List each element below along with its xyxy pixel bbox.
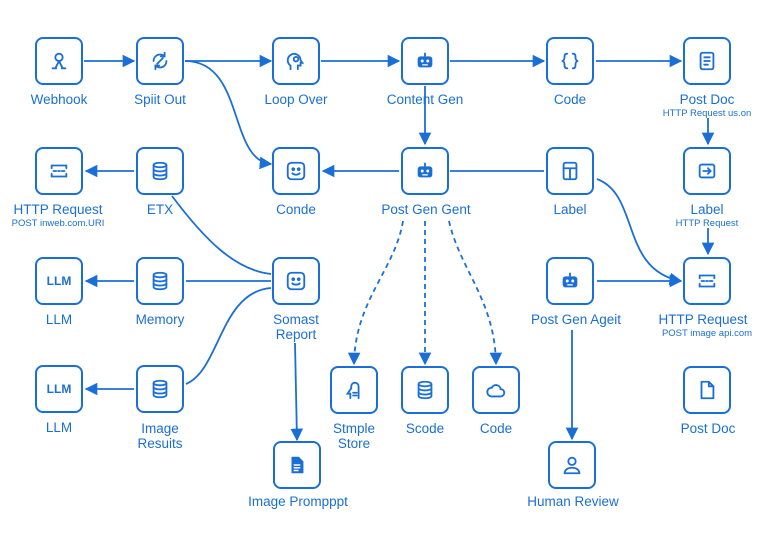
label-node-label: Label — [553, 202, 587, 217]
edge-somast-imageprompt — [290, 342, 304, 442]
memory-label: Memory — [135, 312, 185, 327]
content-gen-node[interactable] — [401, 37, 449, 85]
code-bottom-node[interactable] — [472, 366, 520, 414]
robot-icon — [417, 162, 433, 178]
database-icon — [152, 271, 168, 291]
split-out-label: Spiit Out — [134, 92, 186, 107]
memory-node[interactable] — [136, 257, 184, 305]
llm-2-node[interactable]: LLM — [35, 365, 83, 413]
llm-1-node[interactable]: LLM — [35, 257, 83, 305]
post-gen-gent-node[interactable] — [401, 147, 449, 195]
code-braces-icon — [561, 52, 579, 70]
http-card-icon — [698, 274, 716, 288]
edge-somast-images — [185, 287, 272, 385]
image-results-node[interactable] — [136, 365, 184, 413]
edge-postgen-code — [448, 220, 503, 366]
human-review-label: Human Review — [527, 494, 619, 509]
http-request-left-node[interactable] — [35, 147, 83, 195]
scode-label: Scode — [405, 421, 445, 436]
label-right-node[interactable] — [683, 147, 731, 195]
edge-label-http — [596, 178, 683, 286]
etx-node[interactable] — [136, 147, 184, 195]
webhook-label: Webhook — [30, 92, 88, 107]
scode-node[interactable] — [401, 366, 449, 414]
user-icon — [563, 456, 581, 475]
http-request-right-sublabel: POST image api.com — [661, 328, 753, 339]
smiley-icon — [286, 271, 306, 291]
somast-report-node[interactable] — [272, 257, 320, 305]
post-doc-bottom-label: Post Doc — [680, 421, 736, 436]
post-doc-bottom-node[interactable] — [683, 366, 731, 414]
llm-text-icon: LLM — [46, 274, 72, 288]
code-top-label: Code — [553, 92, 587, 107]
webhook-icon — [51, 52, 67, 70]
label-right-sublabel: HTTP Request — [675, 218, 739, 229]
post-gen-gent-label: Post Gen Gent — [381, 202, 471, 217]
http-card-icon — [50, 164, 68, 178]
post-gen-ageit-node[interactable] — [546, 257, 594, 305]
conde-node[interactable] — [272, 147, 320, 195]
database-icon — [152, 379, 168, 399]
split-out-node[interactable] — [136, 37, 184, 85]
loop-over-label: Loop Over — [264, 92, 328, 107]
robot-icon — [417, 52, 433, 68]
label-right-label: Label — [690, 202, 724, 217]
file-text-icon — [291, 456, 304, 474]
document-icon — [699, 51, 715, 71]
file-icon — [700, 380, 715, 400]
image-prompt-node[interactable] — [273, 441, 321, 489]
conde-label: Conde — [276, 202, 316, 217]
etx-label: ETX — [146, 202, 174, 217]
database-icon — [417, 380, 433, 400]
loop-over-node[interactable] — [272, 37, 320, 85]
cloud-icon — [486, 384, 506, 398]
code-top-node[interactable] — [546, 37, 594, 85]
llm-1-label: LLM — [45, 312, 73, 327]
http-request-left-sublabel: POST inweb.com.URI — [11, 218, 105, 229]
llm-text-icon: LLM — [46, 382, 72, 396]
http-request-left-label: HTTP Request — [13, 202, 103, 217]
human-review-node[interactable] — [548, 441, 596, 489]
stmple-store-node[interactable] — [330, 366, 378, 414]
database-icon — [152, 161, 168, 181]
edge-split-conde — [184, 60, 273, 170]
arrow-box-icon — [698, 163, 716, 179]
post-gen-ageit-label: Post Gen Ageit — [530, 312, 622, 327]
http-request-right-label: HTTP Request — [658, 312, 748, 327]
label-node[interactable] — [546, 147, 594, 195]
webhook-node[interactable] — [35, 37, 83, 85]
edge-etx-somast — [171, 195, 272, 275]
head-gear-icon — [286, 52, 305, 71]
storage-icon — [345, 381, 360, 400]
http-request-right-node[interactable] — [683, 257, 731, 305]
edge-postgen-stmple — [347, 220, 404, 366]
split-arrows-icon — [152, 51, 168, 71]
content-gen-label: Content Gen — [386, 92, 464, 107]
post-doc-top-label: Post Doc — [679, 92, 735, 107]
robot-icon — [562, 272, 578, 288]
smiley-icon — [286, 161, 306, 181]
code-bottom-label: Code — [479, 421, 513, 436]
post-doc-top-node[interactable] — [683, 37, 731, 85]
llm-2-label: LLM — [45, 420, 73, 435]
image-prompt-label: Image Prompppt — [248, 494, 348, 509]
label-icon — [562, 161, 578, 181]
post-doc-top-sublabel: HTTP Request us.on — [662, 108, 752, 119]
